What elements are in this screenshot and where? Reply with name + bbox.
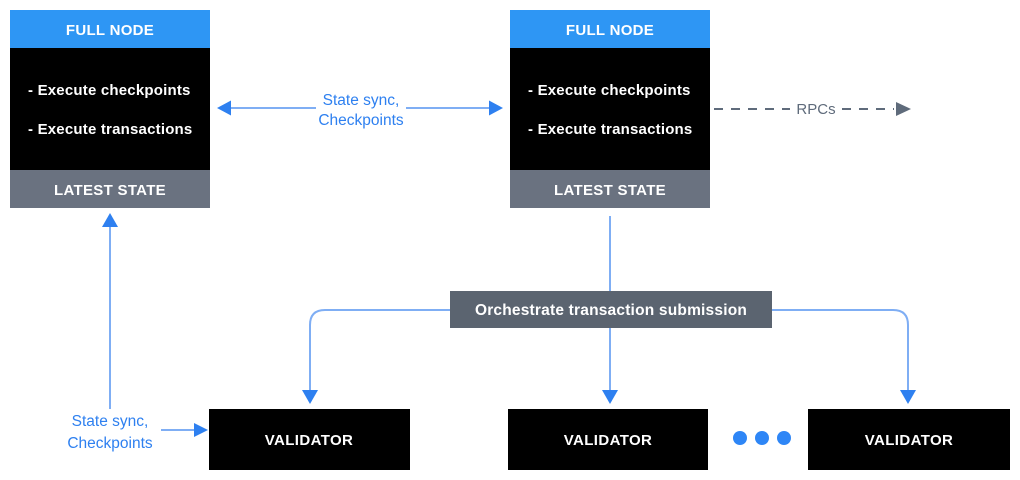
validator-right: VALIDATOR [808, 409, 1010, 470]
right-branch-line [772, 309, 909, 390]
arrowhead-left-icon [217, 100, 231, 116]
full-node-right-item-1: - Execute checkpoints [528, 82, 691, 99]
validator-middle: VALIDATOR [508, 409, 708, 470]
full-node-right-item-2: - Execute transactions [528, 121, 692, 138]
state-sync-top-label-line2: Checkpoints [318, 112, 404, 129]
full-node-left-body [10, 48, 210, 170]
bottom-arrowhead-icon [194, 423, 208, 437]
validator-middle-rect [508, 409, 708, 470]
full-node-left-header-bar [10, 10, 210, 48]
full-node-right-body [510, 48, 710, 170]
ellipsis-dot-2 [755, 431, 769, 445]
full-node-left: FULL NODE - Execute checkpoints - Execut… [10, 10, 210, 208]
validator-middle-label: VALIDATOR [564, 432, 653, 449]
state-sync-bottom-label-line2: Checkpoints [67, 435, 153, 452]
orchestrate-left-branch [302, 309, 450, 404]
right-branch-arrowhead-icon [900, 390, 916, 404]
left-branch-line [309, 309, 450, 390]
left-branch-arrowhead-icon [302, 390, 318, 404]
rpcs-label: RPCs [796, 101, 835, 118]
validator-left-rect [209, 409, 410, 470]
full-node-left-header-label: FULL NODE [66, 22, 154, 39]
ellipsis-dots-icon [733, 431, 791, 445]
up-arrowhead-icon [102, 213, 118, 227]
rpcs-arrow: RPCs [714, 101, 911, 118]
ellipsis-dot-3 [777, 431, 791, 445]
state-sync-bottom-label-line1: State sync, [72, 413, 149, 430]
full-node-left-footer-bar [10, 170, 210, 208]
validator-right-rect [808, 409, 1010, 470]
full-node-right-footer-bar [510, 170, 710, 208]
orchestrate-box: Orchestrate transaction submission [450, 291, 772, 328]
ellipsis-dot-1 [733, 431, 747, 445]
validator-left-label: VALIDATOR [265, 432, 354, 449]
orchestrate-box-label: Orchestrate transaction submission [475, 302, 747, 319]
center-arrowhead-down-icon [602, 390, 618, 404]
arrowhead-right-icon [489, 100, 503, 116]
full-node-right: FULL NODE - Execute checkpoints - Execut… [510, 10, 710, 208]
orchestrate-right-branch [772, 309, 916, 404]
full-node-left-item-2: - Execute transactions [28, 121, 192, 138]
full-node-right-header-label: FULL NODE [566, 22, 654, 39]
rpcs-arrowhead-icon [896, 102, 911, 116]
state-sync-bottom: State sync, Checkpoints [67, 413, 208, 452]
orchestrate-box-rect [450, 291, 772, 328]
full-node-left-footer-label: LATEST STATE [54, 182, 166, 199]
validator-right-label: VALIDATOR [865, 432, 954, 449]
state-sync-top-label-line1: State sync, [323, 92, 400, 109]
full-node-right-footer-label: LATEST STATE [554, 182, 666, 199]
validator-left: VALIDATOR [209, 409, 410, 470]
full-node-left-item-1: - Execute checkpoints [28, 82, 191, 99]
state-sync-top-arrow: State sync, Checkpoints [217, 92, 503, 129]
state-sync-up-arrow [102, 213, 118, 409]
full-node-right-header-bar [510, 10, 710, 48]
